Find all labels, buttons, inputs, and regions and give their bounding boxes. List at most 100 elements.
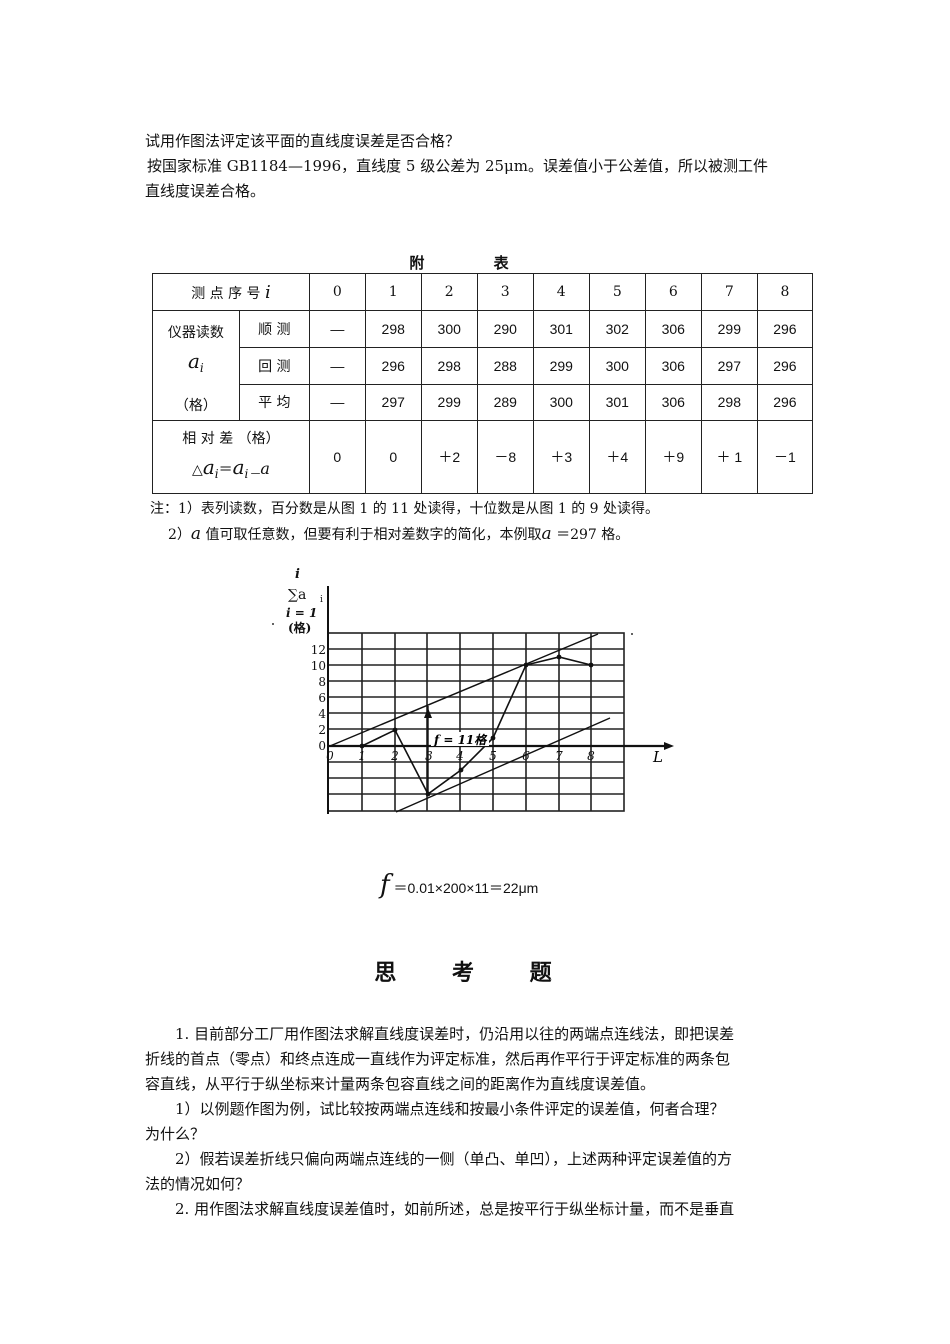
col-header: 8 (756, 273, 814, 311)
diff-cell: 0 (364, 419, 422, 494)
table-cell: 297 (700, 347, 758, 385)
table-cell: 302 (588, 309, 646, 349)
table-cell: 306 (644, 347, 702, 385)
diff-label-cell: 相 对 差 （格） △ai＝ai－a (152, 419, 310, 494)
table-cell: 300 (532, 383, 590, 421)
table-cell: 296 (756, 383, 814, 421)
col-header: 7 (700, 273, 758, 311)
table-cell: 298 (364, 309, 422, 349)
x-tick-label: 6 (522, 749, 530, 763)
diff-cell: ＋4 (588, 419, 646, 494)
straightness-error-figure: i ∑a i i = 1 (格) L 0 2 4 6 8 10 12 (272, 567, 674, 814)
note-1: 注：1）表列读数，百分数是从图 1 的 11 处读得，十位数是从图 1 的 9 … (150, 501, 660, 517)
table-caption: 附 表 (409, 254, 541, 272)
group-symbol: a (187, 349, 200, 373)
x-tick-label: 3 (425, 749, 433, 763)
table-cell: 298 (700, 383, 758, 421)
y-tick-label: 6 (318, 691, 326, 705)
readings-table: 测 点 序 号 i 0 1 2 3 4 5 6 7 8 仪器读数 ai （格） … (152, 273, 814, 494)
diff-a: a (202, 455, 215, 480)
row-label: 平 均 (238, 383, 310, 421)
diff-row: 相 对 差 （格） △ai＝ai－a 0 0 ＋2 －8 ＋3 ＋4 ＋9 ＋ … (152, 419, 814, 494)
y-tick-label: 0 (318, 739, 326, 753)
q1-line3: 容直线，从平行于纵坐标来计量两条包容直线之间的距离作为直线度误差值。 (145, 1075, 656, 1093)
y-tick-label: 8 (318, 675, 326, 689)
figure-grid (327, 632, 625, 812)
table-cell: 301 (588, 383, 646, 421)
table-row: 回 测 — 296 298 288 299 300 306 297 296 (153, 347, 814, 385)
diff-i2: i－ (244, 467, 261, 482)
q1b-line1: 2）假若误差折线只偏向两端点连线的一侧（单凸、单凹），上述两种评定误差值的方 (175, 1150, 733, 1168)
table-cell: 299 (420, 383, 478, 421)
ylabel-sum: ∑a (288, 587, 306, 603)
header-symbol: i (265, 281, 271, 303)
data-point (458, 767, 464, 773)
note-2-symbol: a (190, 524, 202, 544)
diff-i: i (214, 467, 219, 482)
y-tick-label: 10 (311, 659, 326, 673)
q1a-line2: 为什么？ (145, 1125, 206, 1143)
f-arrow-head (424, 708, 432, 718)
section-title: 思 考 题 (374, 960, 576, 986)
q1-line1: 1. 目前部分工厂用作图法求解直线度误差时，仍沿用以往的两端点连线法，即把误差 (175, 1025, 735, 1043)
table-row: 仪器读数 ai （格） 顺 测 — 298 300 290 301 302 30… (152, 309, 814, 421)
x-tick-label: 5 (489, 749, 497, 763)
note-2-suffix: ＝297 格。 (551, 527, 630, 543)
table-cell: 296 (364, 347, 422, 385)
diff-cell: 0 (308, 419, 366, 494)
group-symbol-sub: i (199, 360, 204, 375)
diff-cell: ＋ 1 (700, 419, 758, 494)
table-cell: 290 (476, 309, 534, 349)
ylabel-bottom: i = 1 (286, 606, 317, 620)
x-tick-label: 0 (326, 749, 334, 763)
table-cell: 289 (476, 383, 534, 421)
group-symbol-wrap: ai (153, 347, 239, 382)
group-label: 仪器读数 (167, 325, 224, 341)
diff-cell: －8 (476, 419, 534, 494)
header-label-cell: 测 点 序 号 i (152, 273, 310, 311)
y-tick-label: 2 (318, 723, 326, 737)
col-header: 4 (532, 273, 590, 311)
speckle (631, 633, 633, 635)
col-header: 6 (644, 273, 702, 311)
col-header: 3 (476, 273, 534, 311)
note-2: 2）a 值可取任意数，但要有利于相对差数字的简化，本例取a ＝297 格。 (168, 523, 629, 546)
table-cell: 299 (532, 347, 590, 385)
upper-envelope-line (329, 633, 599, 747)
col-header: 2 (420, 273, 478, 311)
formula-symbol: f (380, 870, 390, 900)
diff-formula: △ai＝ai－a (153, 453, 309, 488)
x-axis-arrow (664, 742, 674, 750)
diff-cell: ＋9 (644, 419, 702, 494)
table-cell: 306 (644, 309, 702, 349)
y-tick-label: 4 (318, 707, 326, 721)
f-annotation: f = 11格 (433, 733, 488, 747)
diff-eq: ＝ (218, 462, 233, 479)
note-2-prefix: 2） (168, 527, 191, 543)
diff-label: 相 对 差 （格） (182, 431, 280, 448)
diff-a2: a (232, 455, 245, 480)
formula-text: ＝0.01×200×11＝22μm (389, 880, 539, 896)
intro-question: 试用作图法评定该平面的直线度误差是否合格？ (145, 132, 461, 150)
table-cell: — (308, 383, 366, 421)
x-axis-label: L (652, 748, 663, 766)
table-cell: 296 (756, 347, 814, 385)
ylabel-unit: (格) (288, 620, 311, 635)
intro-answer-line1: 按国家标准 GB1184—1996，直线度 5 级公差为 25μm。误差值小于公… (147, 157, 769, 175)
speckle (272, 623, 274, 625)
y-tick-label: 12 (311, 643, 326, 657)
group-label-cell: 仪器读数 ai （格） (152, 310, 240, 421)
error-formula: f ＝0.01×200×11＝22μm (380, 870, 538, 900)
table-cell: 301 (532, 309, 590, 349)
data-point (490, 735, 496, 741)
col-header: 1 (364, 273, 422, 311)
table-cell: — (308, 347, 366, 385)
group-unit: （格） (174, 397, 217, 414)
table-cell: 300 (420, 309, 478, 349)
intro-answer-line2: 直线度误差合格。 (145, 182, 266, 200)
table-cell: 296 (756, 309, 814, 349)
row-label: 顺 测 (238, 309, 310, 349)
table-header-row: 测 点 序 号 i 0 1 2 3 4 5 6 7 8 (152, 273, 814, 311)
table-cell: 297 (364, 383, 422, 421)
x-tick-label: 4 (455, 749, 464, 763)
